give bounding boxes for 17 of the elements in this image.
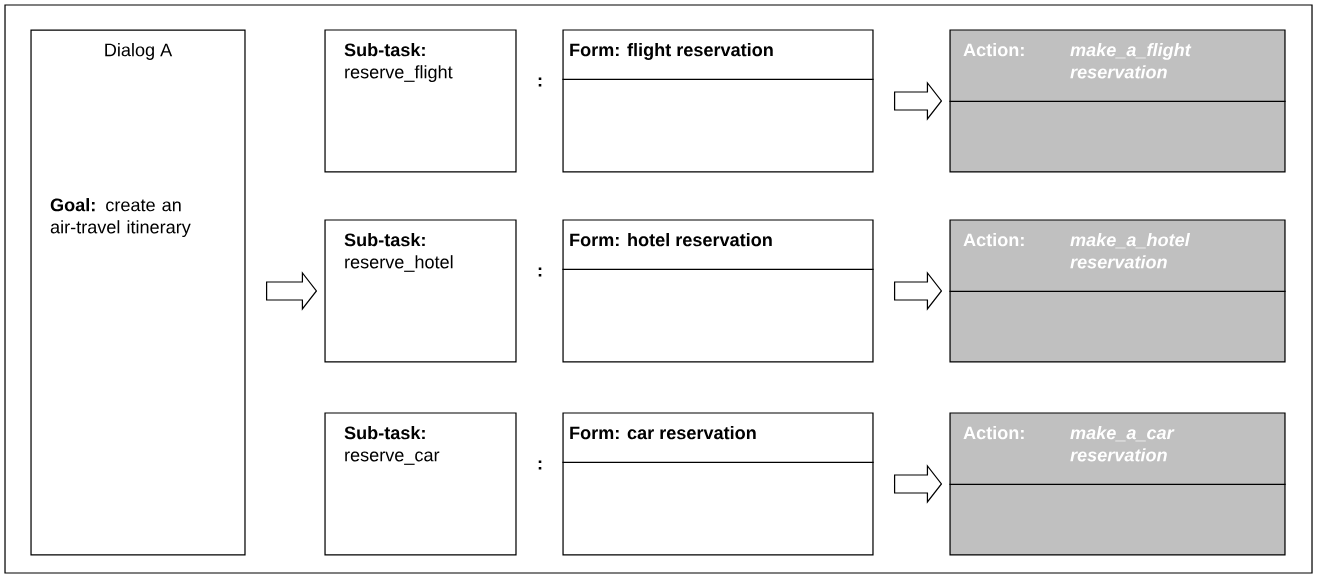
colon-label: : xyxy=(538,267,542,277)
subtask-box: Sub-task: reserve_hotel xyxy=(324,219,517,363)
subtask-box: Sub-task: reserve_car xyxy=(324,412,517,556)
colon-label: : xyxy=(538,77,542,87)
dialog-box: Dialog A Goal: create an air-travel itinerary xyxy=(30,29,246,556)
action-box: Action: make_a_flight reservation xyxy=(948,29,1287,173)
subtask-box: Sub-task: reserve_flight xyxy=(324,29,517,173)
block-arrow xyxy=(894,271,943,311)
action-box: Action: make_a_hotel reservation xyxy=(948,219,1287,363)
block-arrow xyxy=(894,464,943,504)
block-arrow xyxy=(894,81,943,121)
action-box: Action: make_a_car reservation xyxy=(948,412,1287,556)
colon-label: : xyxy=(538,460,542,470)
form-box: Form: car reservation xyxy=(561,412,875,556)
form-box: Form: flight reservation xyxy=(561,29,875,173)
block-arrow xyxy=(266,271,318,311)
form-box: Form: hotel reservation xyxy=(561,219,875,363)
